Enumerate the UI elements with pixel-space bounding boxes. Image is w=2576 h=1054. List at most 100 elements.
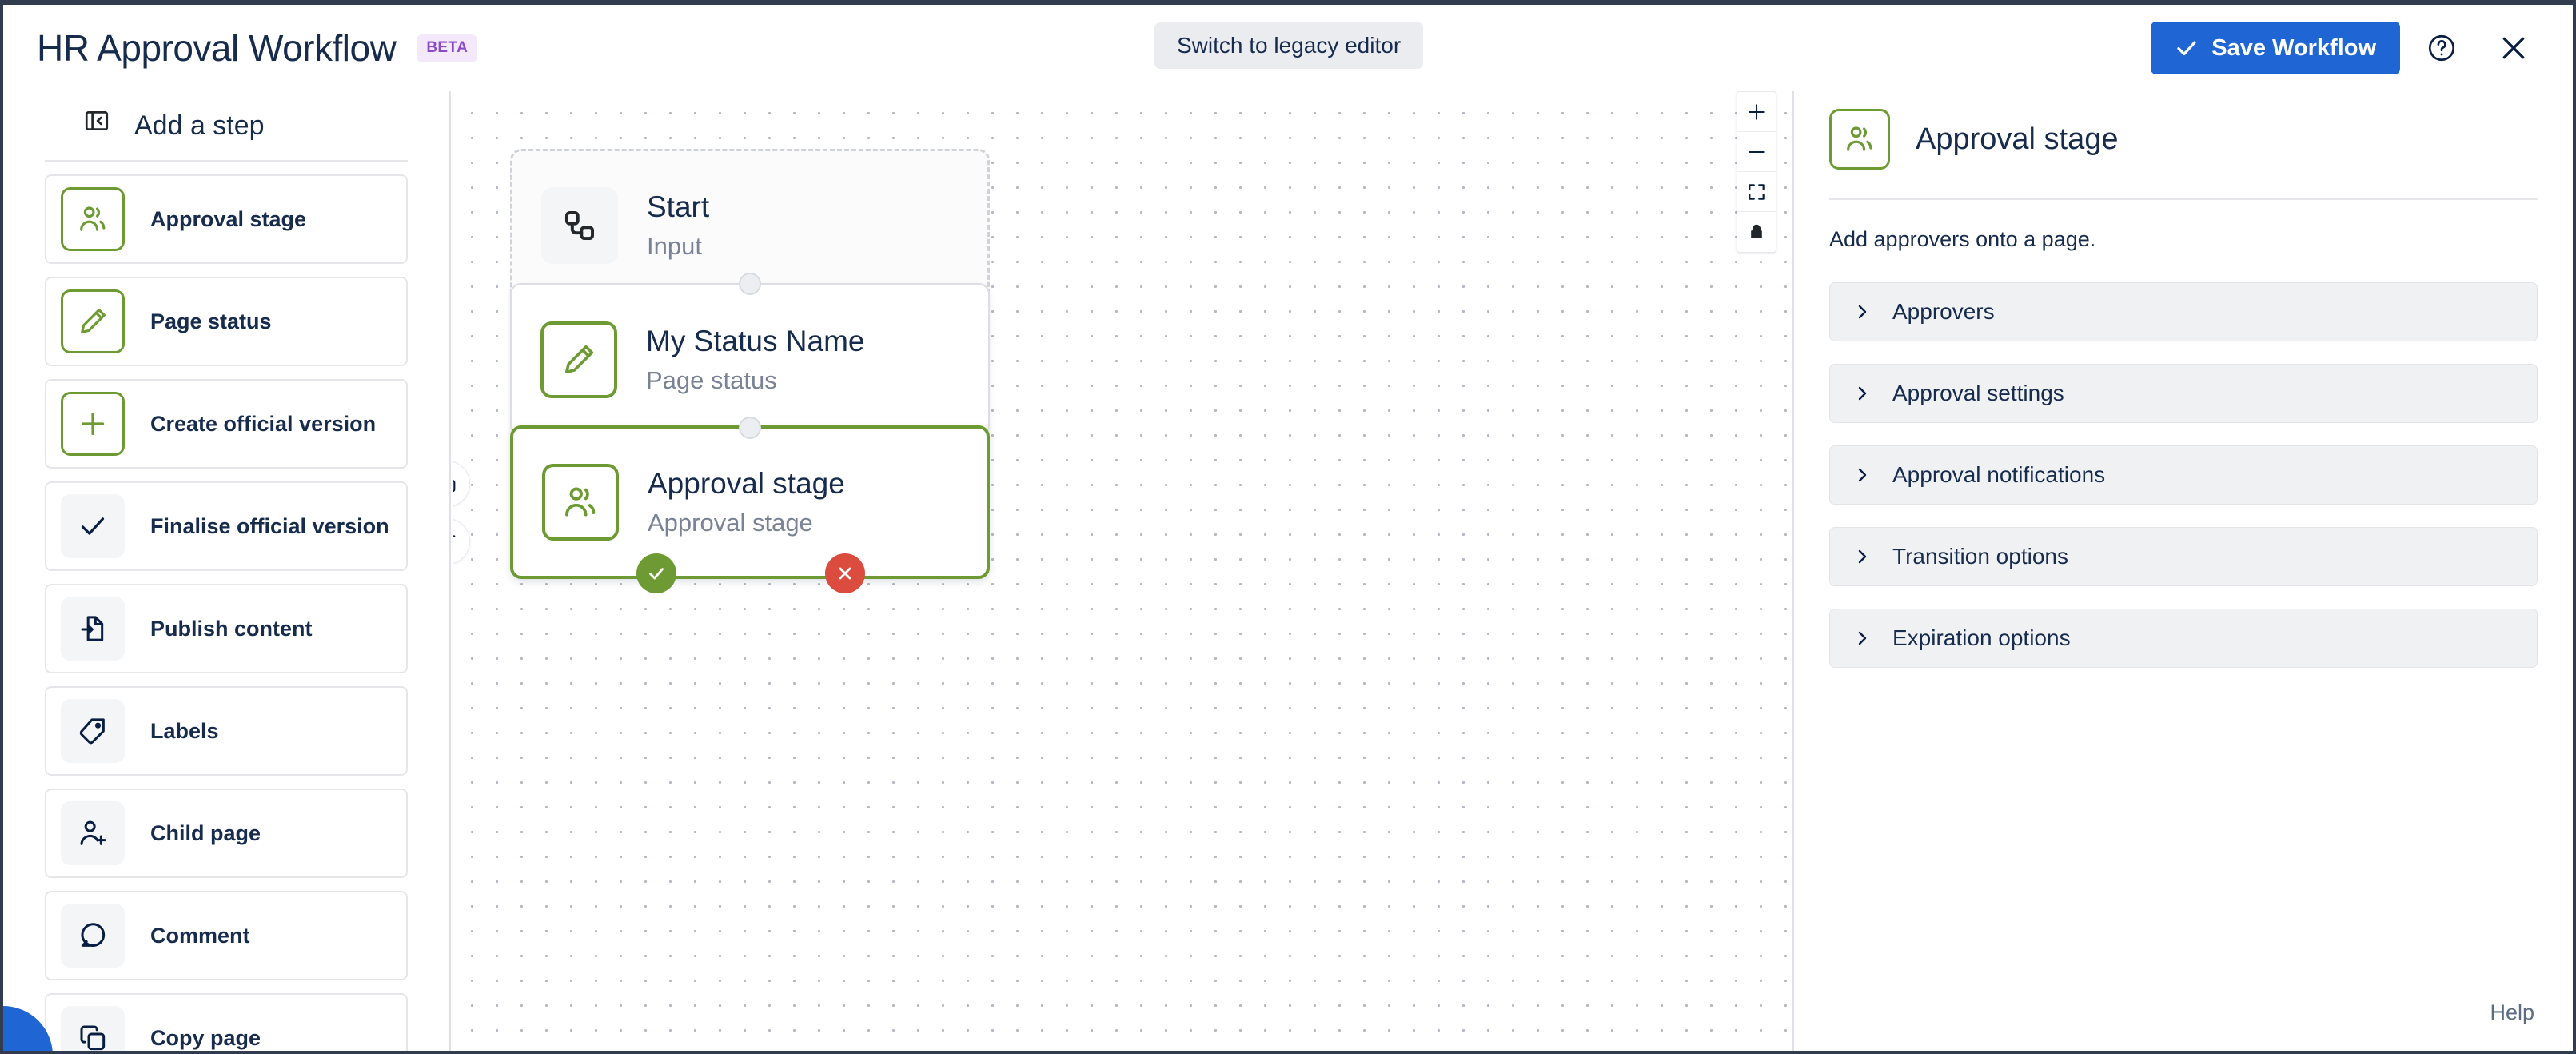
accordion-transition-options[interactable]: Transition options bbox=[1829, 527, 2538, 586]
accordion-label: Approvers bbox=[1892, 299, 1995, 324]
accordion-approval-settings[interactable]: Approval settings bbox=[1829, 364, 2538, 423]
sidebar-header: Add a step bbox=[3, 91, 449, 160]
step-config-panel: Approval stage Add approvers onto a page… bbox=[1792, 91, 2573, 1051]
fit-to-screen-button[interactable] bbox=[1737, 172, 1776, 212]
zoom-out-button[interactable] bbox=[1737, 132, 1776, 172]
accordion-label: Approval settings bbox=[1892, 381, 2064, 405]
comment-bubble-icon bbox=[61, 904, 125, 968]
sidebar-item-label: Child page bbox=[150, 820, 261, 845]
node-subtitle: Input bbox=[647, 231, 702, 260]
panel-sections: Approvers Approval settings Approval not… bbox=[1829, 282, 2538, 668]
lock-canvas-button[interactable] bbox=[1737, 212, 1776, 252]
accordion-label: Expiration options bbox=[1892, 625, 2071, 650]
panel-title: Approval stage bbox=[1916, 122, 2119, 156]
copy-page-icon bbox=[61, 1006, 125, 1051]
sidebar-item-label: Page status bbox=[150, 309, 272, 333]
add-step-sidebar: Add a step Approval stage bbox=[3, 91, 451, 1051]
page-title: HR Approval Workflow bbox=[37, 27, 397, 69]
sidebar-item-publish-content[interactable]: Publish content bbox=[45, 584, 408, 673]
sidebar-item-label: Comment bbox=[150, 923, 250, 948]
publish-document-icon bbox=[61, 597, 125, 661]
panel-collapse-icon[interactable] bbox=[83, 107, 110, 134]
trash-icon bbox=[453, 530, 458, 553]
sidebar-divider bbox=[45, 160, 408, 162]
close-icon[interactable] bbox=[2483, 18, 2544, 78]
sidebar-item-approval-stage[interactable]: Approval stage bbox=[45, 174, 408, 264]
approve-outcome-badge[interactable] bbox=[636, 553, 676, 593]
panel-header: Approval stage bbox=[1794, 91, 2573, 170]
save-workflow-label: Save Workflow bbox=[2211, 34, 2376, 61]
zoom-in-button[interactable] bbox=[1737, 92, 1776, 132]
delete-node-button[interactable] bbox=[453, 518, 470, 565]
tag-icon bbox=[61, 699, 125, 763]
node-title: Start bbox=[647, 190, 710, 223]
plus-icon bbox=[61, 392, 125, 456]
node-text: Start Input bbox=[647, 189, 709, 263]
accordion-label: Transition options bbox=[1892, 544, 2068, 569]
app-header: HR Approval Workflow BETA Switch to lega… bbox=[3, 5, 2573, 91]
check-icon bbox=[2175, 36, 2199, 60]
workflow-node-approval-stage[interactable]: Approval stage Approval stage bbox=[453, 417, 990, 593]
lock-icon bbox=[1746, 222, 1767, 242]
sidebar-item-page-status[interactable]: Page status bbox=[45, 277, 408, 366]
workflow-node-start[interactable]: Start Input bbox=[510, 149, 990, 312]
sidebar-item-label: Copy page bbox=[150, 1025, 261, 1050]
help-link[interactable]: Help bbox=[2490, 1000, 2534, 1024]
duplicate-node-button[interactable] bbox=[453, 461, 470, 507]
minus-icon bbox=[1746, 142, 1767, 162]
check-icon bbox=[61, 494, 125, 558]
reject-outcome-badge[interactable] bbox=[825, 553, 865, 593]
node-subtitle: Approval stage bbox=[648, 508, 813, 537]
accordion-approval-notifications[interactable]: Approval notifications bbox=[1829, 445, 2538, 505]
beta-badge: BETA bbox=[417, 34, 478, 62]
approval-stage-icon bbox=[1829, 109, 1890, 170]
panel-divider bbox=[1829, 198, 2538, 200]
sidebar-item-copy-page[interactable]: Copy page bbox=[45, 993, 408, 1051]
pencil-icon bbox=[61, 289, 125, 353]
save-workflow-button[interactable]: Save Workflow bbox=[2151, 22, 2400, 74]
panel-description: Add approvers onto a page. bbox=[1829, 227, 2096, 251]
copy-icon bbox=[453, 473, 458, 495]
chevron-right-icon bbox=[1852, 629, 1872, 648]
workflow-node-page-status[interactable]: My Status Name Page status bbox=[510, 273, 990, 447]
sidebar-title: Add a step bbox=[134, 110, 265, 141]
switch-to-legacy-editor-button[interactable]: Switch to legacy editor bbox=[1154, 22, 1424, 69]
canvas-zoom-controls bbox=[1737, 91, 1776, 253]
chevron-right-icon bbox=[1852, 547, 1872, 566]
pencil-icon bbox=[540, 321, 617, 398]
accordion-label: Approval notifications bbox=[1892, 462, 2106, 487]
chevron-right-icon bbox=[1852, 302, 1872, 321]
node-input-port[interactable] bbox=[739, 273, 761, 295]
sidebar-item-label: Publish content bbox=[150, 616, 313, 641]
approval-stage-icon bbox=[542, 464, 619, 541]
node-tools bbox=[453, 461, 470, 565]
chevron-right-icon bbox=[1852, 384, 1872, 403]
person-add-icon bbox=[61, 801, 125, 865]
sidebar-item-comment[interactable]: Comment bbox=[45, 891, 408, 980]
help-circle-icon[interactable] bbox=[2411, 18, 2472, 78]
sidebar-item-finalise-official-version[interactable]: Finalise official version bbox=[45, 481, 408, 571]
sidebar-item-label: Create official version bbox=[150, 411, 377, 436]
sidebar-item-labels[interactable]: Labels bbox=[45, 686, 408, 776]
accordion-expiration-options[interactable]: Expiration options bbox=[1829, 609, 2538, 668]
sidebar-item-label: Finalise official version bbox=[150, 513, 389, 538]
workflow-canvas[interactable]: Start Input My Status Name Page status bbox=[453, 91, 1792, 1051]
node-title: Approval stage bbox=[648, 466, 845, 500]
approval-stage-icon bbox=[61, 187, 125, 251]
node-input-port[interactable] bbox=[739, 417, 761, 439]
node-title: My Status Name bbox=[646, 324, 865, 357]
node-subtitle: Page status bbox=[646, 365, 777, 394]
plus-icon bbox=[1746, 102, 1767, 122]
sidebar-item-label: Labels bbox=[150, 718, 219, 743]
header-actions: Save Workflow bbox=[2151, 5, 2544, 91]
fit-screen-icon bbox=[1746, 182, 1767, 202]
node-text: Approval stage Approval stage bbox=[648, 465, 845, 540]
step-list: Approval stage Page status Create offici… bbox=[3, 174, 449, 1051]
sidebar-item-child-page[interactable]: Child page bbox=[45, 789, 408, 878]
sidebar-item-create-official-version[interactable]: Create official version bbox=[45, 379, 408, 469]
sidebar-item-label: Approval stage bbox=[150, 206, 307, 231]
start-node-icon bbox=[541, 187, 618, 264]
node-text: My Status Name Page status bbox=[646, 323, 864, 397]
accordion-approvers[interactable]: Approvers bbox=[1829, 282, 2538, 341]
